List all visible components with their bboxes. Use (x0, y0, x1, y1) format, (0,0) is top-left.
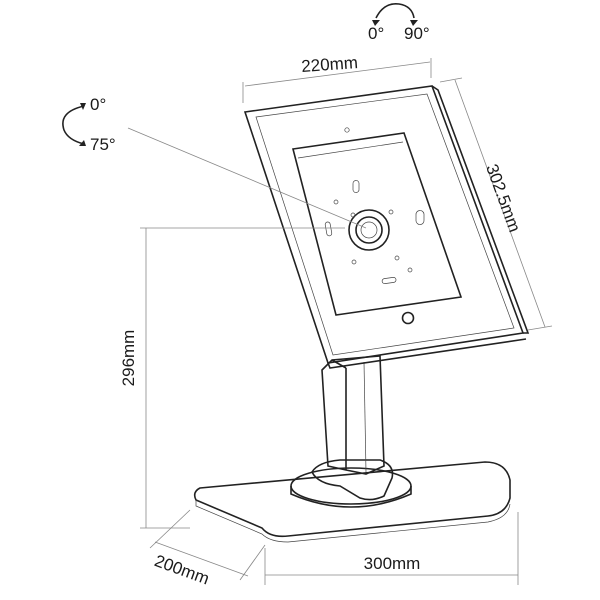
dimension-lines (127, 58, 553, 585)
keyhole (415, 210, 425, 225)
panel-height-label: 302.5mm (482, 162, 524, 235)
stand-height-label: 296mm (119, 330, 138, 387)
swivel-end-label: 90° (404, 24, 430, 43)
keyhole (352, 180, 360, 193)
tilt-end-label: 75° (90, 135, 116, 154)
swivel-start-label: 0° (368, 24, 384, 43)
top-width-label: 220mm (301, 53, 359, 76)
base-width-label: 300mm (364, 554, 421, 573)
top-hole (344, 127, 350, 133)
swivel-indicator: 0° 90° (368, 2, 430, 43)
base-depth-label: 200mm (152, 551, 212, 588)
tilt-indicator: 0° 75° (62, 95, 116, 154)
tilt-start-label: 0° (90, 95, 106, 114)
column (321, 355, 385, 475)
screen-opening (292, 132, 463, 316)
base-plate (193, 461, 511, 543)
foot-collar (290, 459, 412, 508)
vesa-mount (348, 209, 390, 251)
tablet-enclosure (243, 85, 530, 369)
home-button-hole (401, 311, 415, 325)
